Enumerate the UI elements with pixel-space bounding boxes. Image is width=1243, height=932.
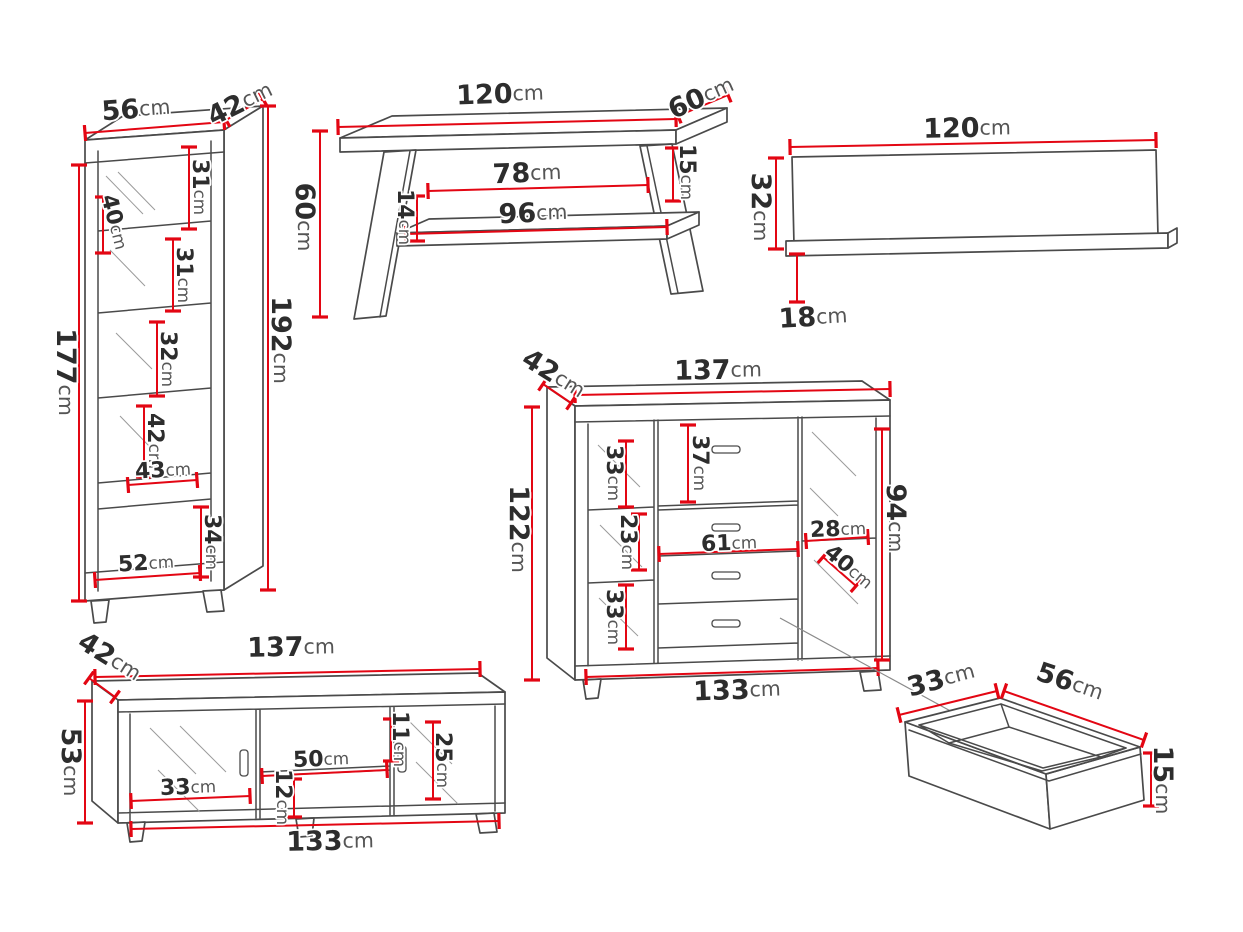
sideboard-left-side	[546, 386, 576, 681]
dim-shelf-height-label: 32cm	[746, 173, 777, 242]
dim-cabinet-section5-label: 34cm	[200, 514, 225, 570]
dim-table-apron-label: 15cm	[675, 144, 700, 200]
dim-cabinet-section3-label: 32cm	[156, 331, 181, 387]
dim-drawer-width-line	[999, 682, 1149, 749]
dim-tvstand-bottom-gap-label: 12cm	[271, 769, 296, 825]
cabinet-foot-left	[90, 599, 110, 624]
dim-table-shelf-width-line	[404, 218, 669, 243]
tvstand-foot-right	[475, 812, 498, 834]
wall-shelf-drawing: 120cm 32cm 18cm	[744, 111, 1178, 336]
cabinet-side-face	[223, 105, 264, 591]
dim-sideboard-niche-label: 37cm	[688, 435, 713, 491]
tvstand-door-handle-left	[239, 749, 249, 777]
dim-drawer-depth-label: 33cm	[904, 655, 979, 703]
dim-cabinet-width-line	[82, 113, 227, 142]
dim-table-height-label: 60cm	[290, 183, 321, 252]
sideboard-drawing: 42cm 137cm 122cm 94cm 33cm 37cm 23cm 61c…	[502, 341, 914, 709]
dim-tvstand-width-label: 137cm	[247, 631, 335, 664]
dim-sideboard-inner-height-label: 94cm	[881, 484, 912, 553]
dim-tvstand-inner-width-label: 133cm	[286, 825, 374, 858]
dim-table-shelf-width-label: 96cm	[498, 196, 568, 229]
dim-tvstand-height-label: 53cm	[56, 728, 87, 797]
sideboard-vent-slot	[711, 445, 741, 454]
dim-tvstand-depth-label: 42cm	[73, 626, 148, 689]
dim-cabinet-section4-label: 42cm	[143, 413, 168, 469]
dim-sideboard-drawer-width-line	[657, 540, 800, 563]
dim-tvstand-width-line	[93, 660, 482, 686]
dim-sideboard-inner-width-line	[584, 659, 880, 686]
dim-tvstand-inner-width-line	[129, 812, 501, 838]
cabinet-glass-hatch	[105, 171, 156, 449]
dim-table-width-label: 120cm	[456, 77, 545, 111]
dim-sideboard-depth-line	[537, 376, 577, 411]
sideboard-drawer-handle-3	[711, 619, 741, 628]
shelf-board-right-end	[1167, 227, 1178, 249]
tv-stand-drawing: 42cm 137cm 53cm 33cm 50cm 11cm 12cm 25cm…	[54, 624, 506, 859]
dim-sideboard-glass-width-line	[816, 549, 863, 594]
dim-tvstand-shelf-width-line	[260, 761, 389, 785]
sideboard-drawer-handle-2	[711, 571, 741, 580]
dim-sideboard-inner-width-label: 133cm	[693, 673, 782, 707]
table-left-leg-edge	[379, 150, 411, 318]
dim-cabinet-height-front-label: 177cm	[51, 328, 82, 416]
dim-shelf-width-line	[788, 131, 1158, 156]
table-left-leg	[353, 149, 417, 320]
dim-sideboard-shelf1-label: 33cm	[602, 445, 627, 501]
cabinet-foot-right	[202, 589, 225, 613]
dim-drawer-width-label: 56cm	[1032, 656, 1107, 708]
dim-tvstand-door-width-line	[129, 787, 252, 810]
dim-cabinet-section1-label: 31cm	[188, 159, 213, 215]
dim-tvstand-door-width-label: 33cm	[160, 774, 217, 801]
drawer-front-lip	[908, 729, 1142, 782]
dim-sideboard-width-label: 137cm	[674, 354, 762, 387]
dim-cabinet-inner-width-line	[125, 471, 200, 494]
dim-tvstand-top-gap-label: 11cm	[388, 711, 413, 767]
sideboard-foot-right	[859, 670, 882, 692]
dim-sideboard-shelf-right-label: 28cm	[810, 516, 867, 543]
dim-tvstand-niche-label: 25cm	[431, 732, 456, 788]
dim-cabinet-section2-label: 31cm	[172, 247, 197, 303]
sideboard-drawer-handle-1	[711, 523, 741, 532]
dim-sideboard-shelf-right-line	[803, 528, 871, 550]
dim-cabinet-base-width-line	[92, 564, 203, 589]
dim-sideboard-shelf2-label: 23cm	[616, 514, 641, 570]
dim-sideboard-width-line	[573, 380, 892, 404]
coffee-table-drawing: 120cm 60cm 60cm 78cm 96cm 15cm 14cm	[288, 70, 739, 320]
dim-table-shelf-gap-label: 14cm	[393, 189, 418, 245]
dim-sideboard-height-label: 122cm	[504, 485, 535, 573]
dim-cabinet-width-label: 56cm	[101, 91, 172, 127]
dim-table-depth-line	[673, 87, 733, 124]
sideboard-foot-left	[582, 678, 602, 700]
dim-cabinet-height-total-label: 192cm	[266, 296, 297, 384]
dim-drawer-depth-line	[895, 682, 1001, 724]
tvstand-left-side	[91, 680, 119, 824]
dim-tvstand-shelf-width-label: 50cm	[293, 746, 350, 773]
shelf-back-panel	[791, 149, 1159, 246]
dim-shelf-width-label: 120cm	[923, 112, 1011, 145]
dim-drawer-height-label: 15cm	[1148, 746, 1179, 815]
tall-cabinet-drawing: 56cm 42cm 192cm 177cm 31cm 40cm 31cm 32c…	[49, 75, 298, 624]
dim-table-width-line	[336, 110, 678, 136]
tvstand-foot-left	[126, 821, 146, 843]
dim-sideboard-drawer-width-label: 61cm	[701, 530, 758, 557]
dim-sideboard-shelf3-label: 33cm	[602, 589, 627, 645]
dim-cabinet-depth-line	[220, 91, 269, 128]
dim-cabinet-inner-width-label: 43cm	[134, 456, 191, 484]
dim-shelf-depth-label: 18cm	[778, 300, 848, 335]
dim-table-inner-span-line	[426, 176, 650, 200]
dim-cabinet-base-width-label: 52cm	[117, 549, 174, 577]
dim-table-inner-span-label: 78cm	[492, 156, 562, 189]
